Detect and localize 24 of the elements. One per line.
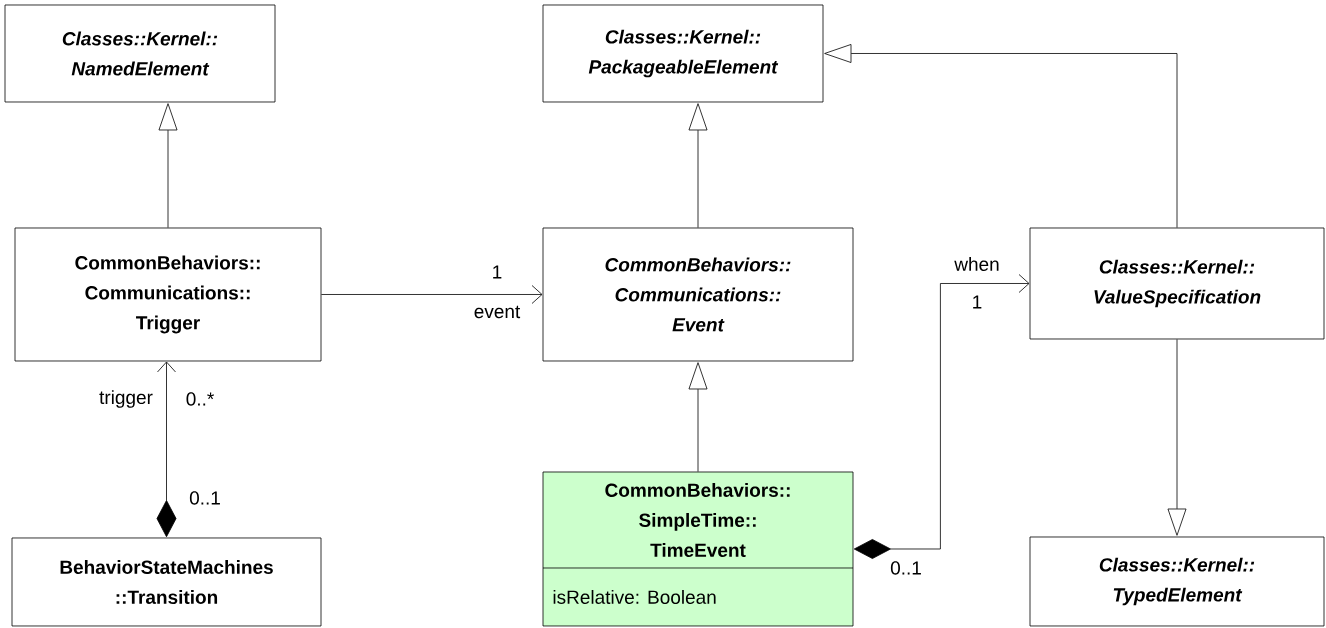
class-box: CommonBehaviors:: SimpleTime:: TimeEvent isRelative: Boolean xyxy=(542,471,854,627)
class-box: Classes::Kernel:: NamedElement xyxy=(4,4,276,103)
arrow xyxy=(688,103,708,228)
class-box: CommonBehaviors:: Communications:: Trigger xyxy=(14,227,322,362)
arrow xyxy=(1167,339,1187,536)
class-box: CommonBehaviors:: Communications:: Event xyxy=(542,227,854,362)
class-box: Classes::Kernel:: TypedElement xyxy=(1029,536,1325,627)
multiplicity-label: 1 xyxy=(493,265,502,279)
role-label: event xyxy=(474,305,521,319)
arrow xyxy=(321,285,543,304)
arrow xyxy=(156,361,177,538)
arrow xyxy=(158,103,178,228)
arrow xyxy=(853,274,1030,559)
arrow xyxy=(688,362,708,472)
class-box: BehaviorStateMachines ::Transition xyxy=(11,537,322,627)
role-label: trigger xyxy=(99,390,153,408)
role-label: when xyxy=(954,257,999,271)
multiplicity-label: 0..* xyxy=(186,392,214,406)
multiplicity-label: 0..1 xyxy=(189,491,220,505)
arrow xyxy=(824,44,1178,228)
multiplicity-label: 1 xyxy=(973,295,982,309)
class-box: Classes::Kernel:: ValueSpecification xyxy=(1029,227,1325,340)
multiplicity-label: 0..1 xyxy=(890,561,921,575)
class-box: Classes::Kernel:: PackageableElement xyxy=(542,4,824,103)
